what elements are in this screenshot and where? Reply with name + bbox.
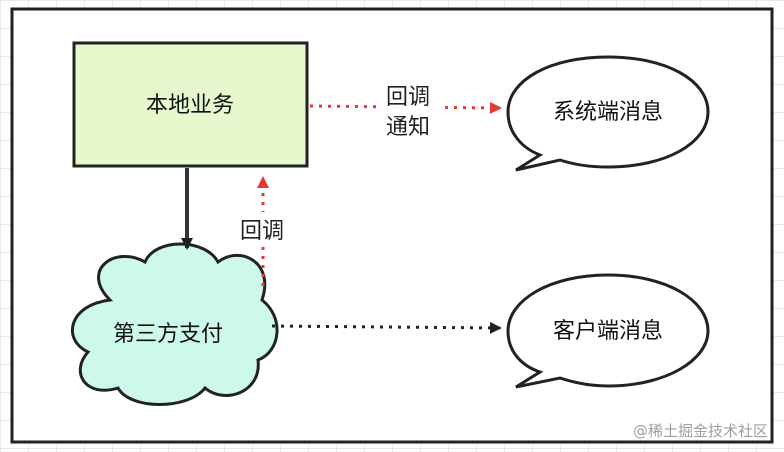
client-message-label: 客户端消息 [553, 319, 663, 344]
system-message-node: 系统端消息 [506, 55, 710, 172]
callback-notify-label-line2: 通知 [386, 115, 430, 140]
local-business-node: 本地业务 [72, 41, 309, 168]
third-party-payment-label: 第三方支付 [113, 322, 223, 347]
third-party-payment-node: 第三方支付 [71, 242, 279, 406]
callback-notify-label-bg [376, 80, 440, 140]
local-business-label: 本地业务 [146, 93, 234, 118]
system-message-label: 系统端消息 [553, 100, 663, 125]
callback-label: 回调 [240, 219, 284, 244]
callback-label-bg [236, 212, 294, 246]
client-notify-arrow [271, 321, 502, 334]
client-message-node: 客户端消息 [506, 273, 710, 389]
watermark: @稀土掘金技术社区 [633, 422, 768, 440]
callback-notify-label-line1: 回调 [386, 85, 430, 110]
